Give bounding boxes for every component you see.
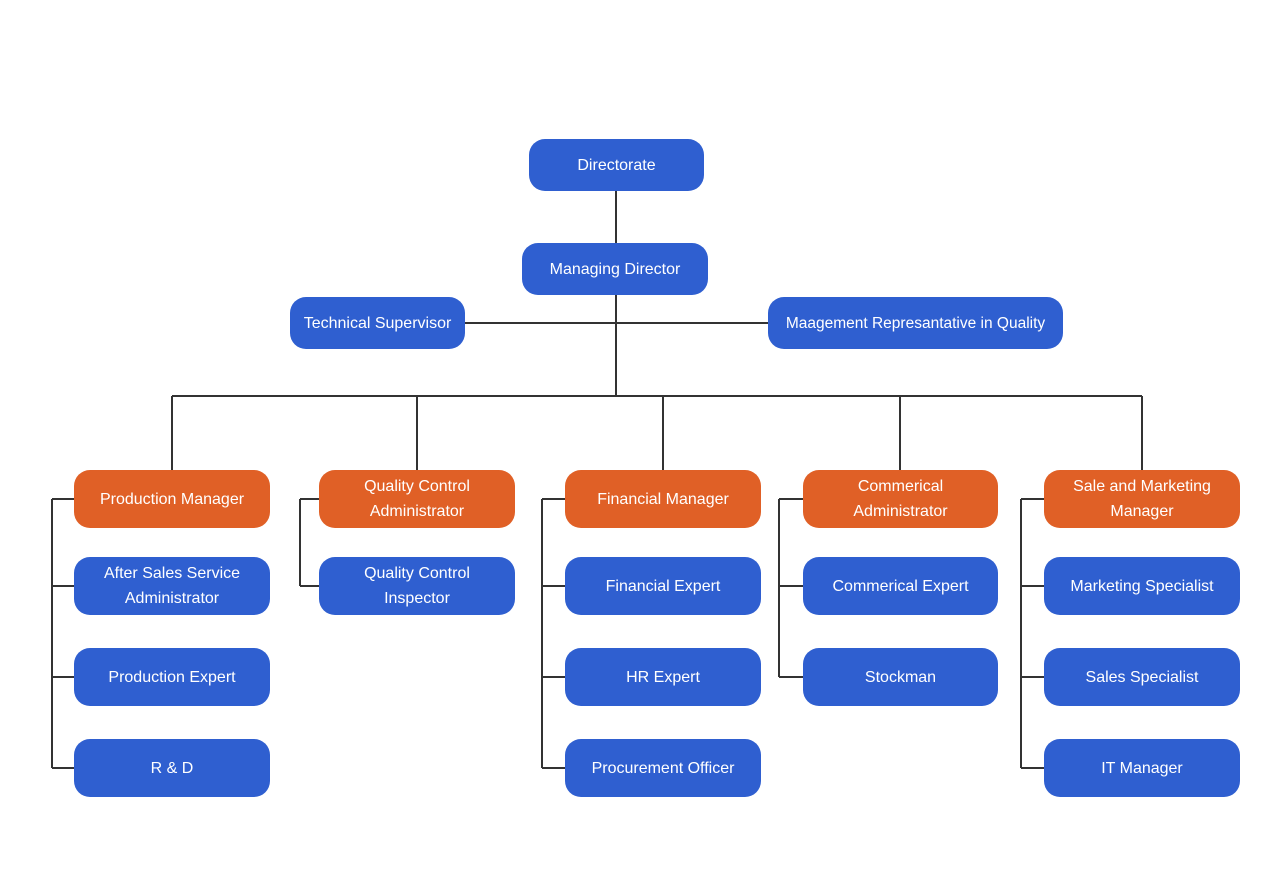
node-procurement-officer: Procurement Officer (565, 739, 761, 797)
node-commercial-expert: Commerical Expert (803, 557, 998, 615)
node-financial-expert: Financial Expert (565, 557, 761, 615)
node-production-expert: Production Expert (74, 648, 270, 706)
node-sale-and-marketing-manager: Sale and Marketing Manager (1044, 470, 1240, 528)
node-technical-supervisor: Technical Supervisor (290, 297, 465, 349)
node-r-and-d: R & D (74, 739, 270, 797)
node-quality-control-administrator: Quality Control Administrator (319, 470, 515, 528)
node-managing-director: Managing Director (522, 243, 708, 295)
node-quality-control-inspector: Quality Control Inspector (319, 557, 515, 615)
node-marketing-specialist: Marketing Specialist (1044, 557, 1240, 615)
node-after-sales-service-administrator: After Sales Service Administrator (74, 557, 270, 615)
node-production-manager: Production Manager (74, 470, 270, 528)
node-stockman: Stockman (803, 648, 998, 706)
node-financial-manager: Financial Manager (565, 470, 761, 528)
node-commercial-administrator: Commerical Administrator (803, 470, 998, 528)
node-management-representative: Maagement Represantative in Quality (768, 297, 1063, 349)
node-hr-expert: HR Expert (565, 648, 761, 706)
node-it-manager: IT Manager (1044, 739, 1240, 797)
node-directorate: Directorate (529, 139, 704, 191)
node-sales-specialist: Sales Specialist (1044, 648, 1240, 706)
